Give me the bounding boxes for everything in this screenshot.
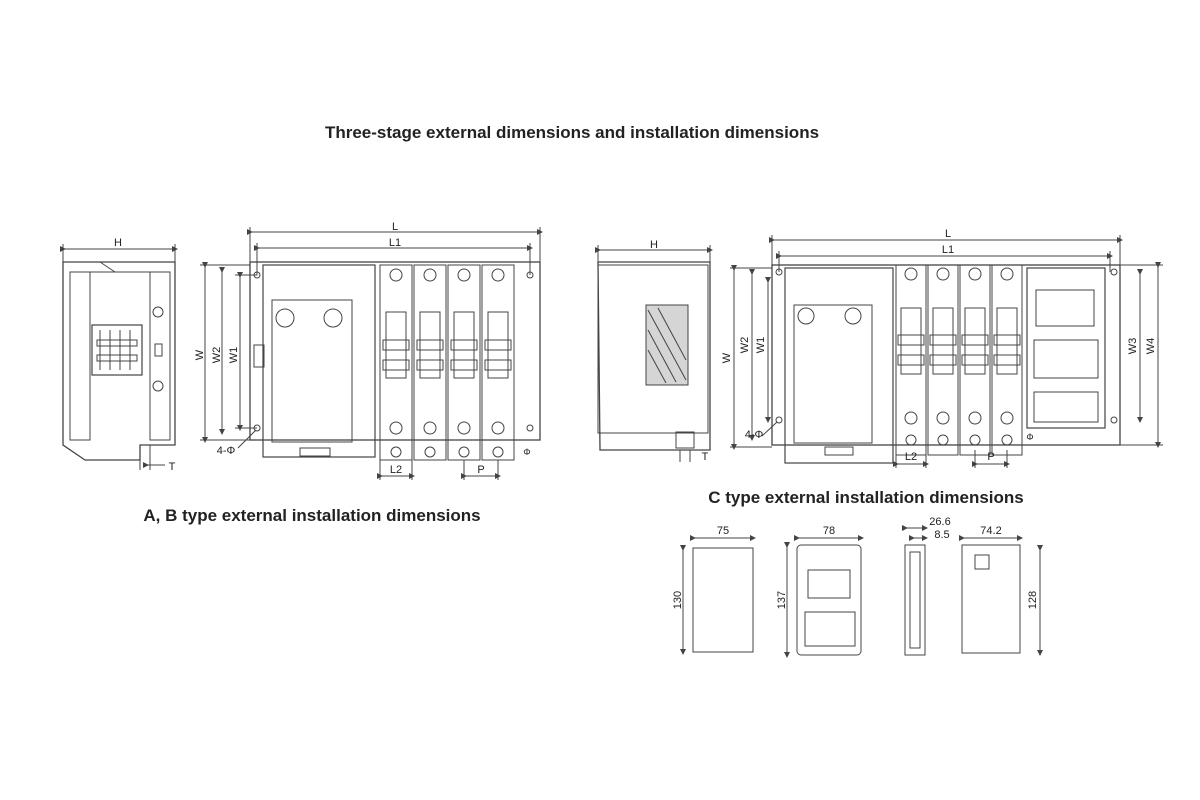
ctrl-dim-128: 128 xyxy=(1027,591,1039,609)
c-dim-phi: Φ xyxy=(1026,432,1033,442)
c-dim-L1: L1 xyxy=(942,244,954,256)
c-dim-W4: W4 xyxy=(1145,338,1157,355)
ab-dim-W1: W1 xyxy=(228,347,240,364)
c-caption: C type external installation dimensions xyxy=(708,488,1024,507)
c-dim-W: W xyxy=(721,352,733,363)
ab-dim-H: H xyxy=(114,237,122,249)
c-dim-L: L xyxy=(945,228,951,240)
ab-caption: A, B type external installation dimensio… xyxy=(143,506,480,525)
c-dim-P: P xyxy=(987,451,994,463)
c-dim-hole: 4-Φ xyxy=(745,429,764,441)
ab-dim-phi: Φ xyxy=(523,447,530,457)
c-front-view xyxy=(730,235,1163,468)
ctrl-dim-78: 78 xyxy=(823,525,835,537)
c-dim-W1: W1 xyxy=(755,337,767,354)
ab-dim-hole: 4-Φ xyxy=(217,445,236,457)
ctrl-dim-130: 130 xyxy=(672,591,684,609)
page-title: Three-stage external dimensions and inst… xyxy=(325,123,819,142)
c-dim-T: T xyxy=(702,451,709,463)
c-dim-W3: W3 xyxy=(1127,338,1139,355)
c-type-drawing xyxy=(595,235,1163,468)
ctrl-dim-137: 137 xyxy=(776,591,788,609)
c-dim-W2: W2 xyxy=(739,337,751,354)
ab-dim-T: T xyxy=(169,461,176,473)
c-dim-L2: L2 xyxy=(905,451,917,463)
ctrl-dim-75: 75 xyxy=(717,525,729,537)
c-side-view xyxy=(595,245,713,462)
ab-dim-L: L xyxy=(392,221,398,233)
ab-side-view xyxy=(60,244,178,470)
ab-dim-P: P xyxy=(477,464,484,476)
ab-dim-W2: W2 xyxy=(211,347,223,364)
ab-type-drawing xyxy=(60,227,543,480)
ab-front-view xyxy=(200,227,543,480)
ab-poles xyxy=(379,264,515,461)
ab-dim-L1: L1 xyxy=(389,237,401,249)
ctrl-dim-74-2: 74.2 xyxy=(980,525,1001,537)
ctrl-dim-8-5: 8.5 xyxy=(934,529,949,541)
ctrl-dim-26-6: 26.6 xyxy=(929,516,950,528)
ab-dim-W: W xyxy=(194,349,206,360)
ab-dim-L2: L2 xyxy=(390,464,402,476)
controller-views xyxy=(680,525,1043,658)
c-poles xyxy=(895,264,1023,456)
c-dim-H: H xyxy=(650,239,658,251)
